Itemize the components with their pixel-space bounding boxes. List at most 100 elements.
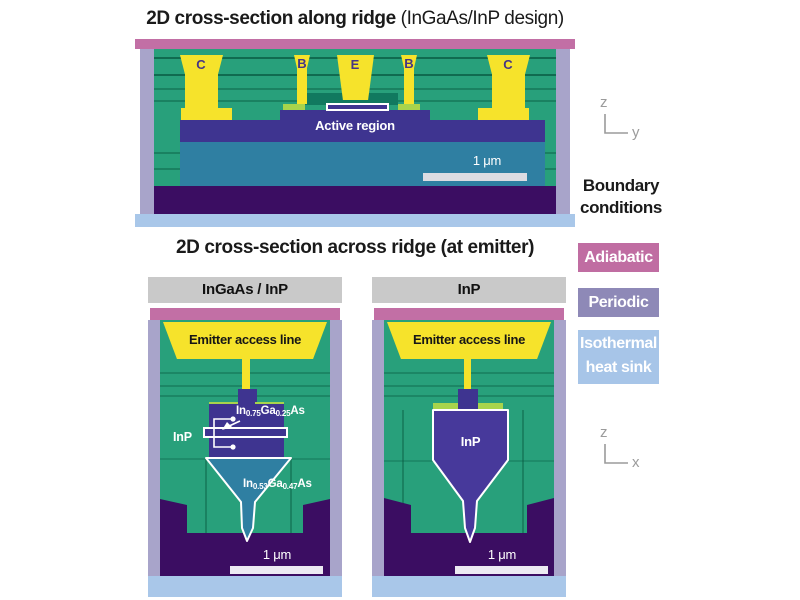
panel-header-inp: InP xyxy=(372,277,566,303)
adiabatic-boundary-top xyxy=(135,39,575,49)
scale-label: 1 μm xyxy=(487,547,517,562)
emitter-access-line-label: Emitter access line xyxy=(188,332,302,347)
base-contact-left-head xyxy=(294,55,310,69)
cross-section-ingaas-inp: Emitter access line In0.75Ga0.25As InP I… xyxy=(148,308,342,597)
base-layer-marker xyxy=(203,427,288,438)
axis-indicator-zy: z y xyxy=(594,92,650,148)
chem-sub: 0.53 xyxy=(252,482,268,491)
grid-line xyxy=(402,410,404,533)
cross-section-along-ridge: C B E B C Active region 1 μm xyxy=(135,39,575,227)
emitter-via-stem xyxy=(464,359,471,392)
chem-sub: 0.25 xyxy=(275,409,291,418)
axis-indicator-zx: z x xyxy=(594,420,650,476)
emitter-access-line xyxy=(387,322,551,359)
adiabatic-boundary-top xyxy=(150,308,340,320)
collector-contact-right-head xyxy=(487,55,530,75)
contact-label-b-left: B xyxy=(297,56,307,71)
boundary-line1: Boundary xyxy=(582,176,660,195)
axis-z-label: z xyxy=(600,94,608,111)
contact-label-c-right: C xyxy=(503,57,513,72)
bottom-substrate xyxy=(154,186,556,214)
base-contact-left-column xyxy=(297,67,307,104)
periodic-boundary-right xyxy=(330,320,342,576)
top-title-regular: (InGaAs/InP design) xyxy=(395,8,565,29)
base-contact-right-head xyxy=(401,55,417,69)
contact-label-e: E xyxy=(350,57,360,72)
isothermal-heat-sink-strip xyxy=(135,214,575,227)
periodic-boundary-right xyxy=(554,320,566,576)
scale-label: 1 μm xyxy=(262,547,292,562)
legend-periodic: Periodic xyxy=(578,288,659,317)
panel-header-ingaas-inp: InGaAs / InP xyxy=(148,277,342,303)
collector-contact-left-head xyxy=(180,55,223,75)
periodic-boundary-left xyxy=(372,320,384,576)
contact-label-c-left: C xyxy=(196,57,206,72)
layer-line xyxy=(545,168,556,170)
collector-funnel-shape xyxy=(205,416,292,542)
base-mesa xyxy=(280,110,430,120)
boundary-conditions-title: Boundary conditions xyxy=(566,175,676,219)
collector-contact-left-column xyxy=(185,73,218,110)
ingaas-53-label: In0.53Ga0.47As xyxy=(243,478,312,491)
scale-bar xyxy=(230,566,323,574)
passivation-cap-right xyxy=(478,403,503,409)
emitter-access-line-label: Emitter access line xyxy=(412,332,526,347)
emitter-via-stem xyxy=(242,359,250,392)
emitter-ridge xyxy=(238,389,257,405)
chem-part: Ga xyxy=(267,478,283,490)
boundary-line2: conditions xyxy=(580,198,662,217)
scale-bar-top xyxy=(423,173,527,181)
scale-label-top: 1 μm xyxy=(472,153,502,168)
axis-y-label: y xyxy=(632,124,640,141)
passivation-cap-right xyxy=(398,104,420,111)
grid-line xyxy=(205,458,207,533)
legend-adiabatic-label: Adiabatic xyxy=(584,249,653,266)
periodic-boundary-left xyxy=(148,320,160,576)
inp-pedestal-label: InP xyxy=(460,434,481,449)
passivation-cap-left xyxy=(283,104,305,111)
base-contact-right-column xyxy=(404,67,414,104)
axis-arrows xyxy=(604,114,628,134)
legend-isothermal: Isothermal heat sink xyxy=(578,330,659,384)
isothermal-heat-sink-strip xyxy=(148,576,342,597)
axis-z-label: z xyxy=(600,424,608,441)
top-title: 2D cross-section along ridge (InGaAs/InP… xyxy=(115,8,595,30)
grid-line xyxy=(290,458,292,533)
active-region-marker xyxy=(326,103,389,111)
collector-contact-left-pad xyxy=(181,108,232,120)
collector-contact-right-pad xyxy=(478,108,529,120)
periodic-boundary-left xyxy=(140,49,154,214)
axis-arrows xyxy=(604,444,628,464)
emitter-access-line xyxy=(163,322,327,359)
emitter-ridge xyxy=(458,389,478,410)
chem-sub: 0.75 xyxy=(245,409,261,418)
bottom-title: 2D cross-section across ridge (at emitte… xyxy=(175,237,535,258)
emitter-contact xyxy=(337,55,374,100)
inp-pedestal-shape xyxy=(432,409,509,543)
chem-part: Ga xyxy=(260,405,276,417)
scale-bar xyxy=(455,566,548,574)
axis-x-label: x xyxy=(632,454,640,471)
ingaas-75-label: In0.75Ga0.25As xyxy=(236,405,305,418)
chem-sub: 0.47 xyxy=(282,482,298,491)
legend-adiabatic: Adiabatic xyxy=(578,243,659,272)
cross-section-inp: Emitter access line InP 1 μm xyxy=(372,308,566,597)
isothermal-heat-sink-strip xyxy=(372,576,566,597)
legend-isothermal-label: Isothermal heat sink xyxy=(580,335,657,376)
layer-line xyxy=(154,152,180,154)
legend-periodic-label: Periodic xyxy=(588,294,649,311)
chem-part: In xyxy=(236,405,246,417)
active-region-band xyxy=(180,120,545,142)
chem-part: As xyxy=(290,405,305,417)
adiabatic-boundary-top xyxy=(374,308,564,320)
active-region-label: Active region xyxy=(315,118,395,133)
contact-label-b-right: B xyxy=(404,56,414,71)
grid-line xyxy=(522,410,524,533)
periodic-boundary-right xyxy=(556,49,570,214)
passivation-cap-left xyxy=(433,403,458,409)
layer-line xyxy=(154,168,180,170)
inp-layers-label: InP xyxy=(173,430,192,444)
layer-line xyxy=(545,152,556,154)
chem-part: As xyxy=(297,478,312,490)
